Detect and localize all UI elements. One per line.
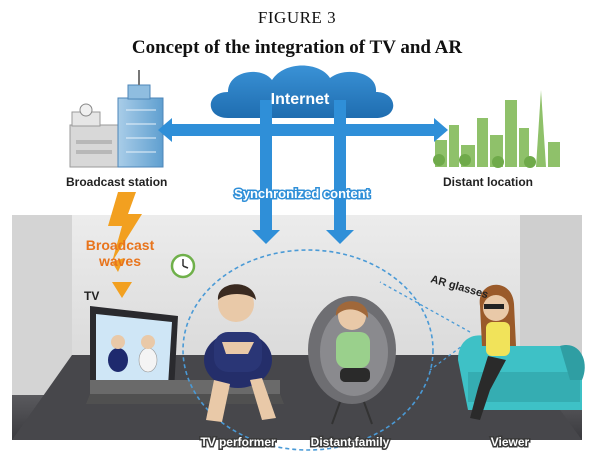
distant-family-label: Distant family — [311, 435, 390, 449]
network-bar — [172, 124, 434, 136]
internet-network — [158, 65, 448, 244]
down-arrow-right — [334, 100, 346, 230]
figure-title: Concept of the integration of TV and AR — [131, 37, 463, 58]
broadcast-station-building — [69, 70, 164, 168]
viewer-label: Viewer — [491, 435, 530, 449]
left-arrowhead — [158, 118, 172, 142]
synchronized-content-label: Synchronized content — [234, 186, 370, 201]
tv-set — [86, 306, 284, 404]
internet-cloud — [210, 65, 394, 118]
viewer-figure — [470, 284, 516, 420]
right-arrowhead — [434, 118, 448, 142]
distant-location-label: Distant location — [443, 175, 533, 189]
distant-family-figure — [308, 296, 396, 425]
broadcast-arrowhead — [112, 282, 132, 298]
lightning-icon — [108, 192, 142, 262]
broadcast-waves-label-2: waves — [98, 253, 141, 269]
tv-label: TV — [84, 289, 99, 303]
ar-view-circle — [182, 249, 434, 451]
tv-performer-label: TV performer — [200, 435, 276, 449]
down-arrow-left — [260, 100, 272, 230]
figure-label: FIGURE 3 — [257, 8, 337, 27]
tv-performer-figure — [204, 284, 276, 422]
internet-label: Internet — [271, 91, 330, 108]
ar-glasses-icon — [484, 304, 504, 309]
clock-icon — [170, 253, 196, 279]
broadcast-station-label: Broadcast station — [66, 175, 167, 189]
distant-city — [433, 90, 560, 168]
broadcast-waves-label-1: Broadcast — [86, 237, 155, 253]
